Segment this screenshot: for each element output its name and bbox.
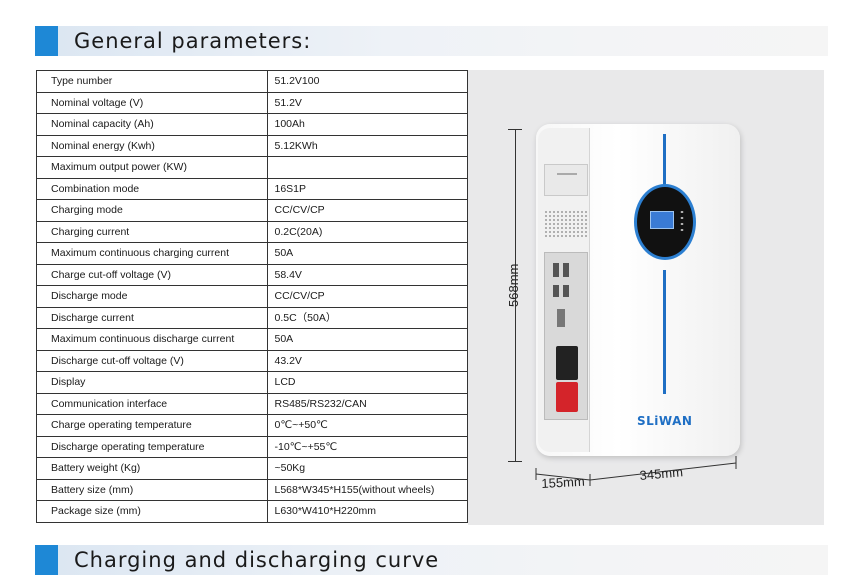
port-slot (553, 285, 559, 297)
table-row: Battery weight (Kg)~50Kg (35, 457, 468, 480)
height-dimension-line (515, 129, 516, 462)
accent-stripe (663, 270, 666, 394)
param-label: Discharge operating temperature (35, 435, 269, 458)
param-label: Package size (mm) (35, 500, 269, 523)
param-value: L630*W410*H220mm (267, 500, 468, 523)
table-row: Nominal voltage (V)51.2V (35, 91, 468, 114)
param-value (267, 156, 468, 179)
section-accent-bar (35, 26, 58, 56)
breaker-switch (557, 309, 565, 327)
param-label: Discharge cut-off voltage (V) (35, 349, 269, 372)
height-dimension-label: 568mm (506, 263, 521, 307)
table-row: Nominal energy (Kwh)5.12KWh (35, 134, 468, 157)
table-row: Nominal capacity (Ah)100Ah (35, 113, 468, 136)
port-slot (563, 263, 569, 277)
param-label: Display (35, 371, 269, 394)
status-leds (677, 209, 687, 233)
param-label: Maximum output power (KW) (35, 156, 269, 179)
brand-logo: SLiWAN (637, 414, 693, 428)
param-value: ~50Kg (267, 457, 468, 480)
param-value: 51.2V100 (267, 70, 468, 93)
param-value: LCD (267, 371, 468, 394)
accent-stripe (663, 134, 666, 212)
param-label: Battery size (mm) (35, 478, 269, 501)
top-handle (544, 164, 588, 196)
table-row: Charge cut-off voltage (V)58.4V (35, 263, 468, 286)
param-label: Charging mode (35, 199, 269, 222)
param-value: RS485/RS232/CAN (267, 392, 468, 415)
param-value: 50A (267, 328, 468, 351)
param-label: Nominal voltage (V) (35, 91, 269, 114)
param-value: 50A (267, 242, 468, 265)
param-label: Charge operating temperature (35, 414, 269, 437)
param-label: Communication interface (35, 392, 269, 415)
param-label: Charge cut-off voltage (V) (35, 263, 269, 286)
param-label: Charging current (35, 220, 269, 243)
table-row: Package size (mm)L630*W410*H220mm (35, 500, 468, 523)
table-row: Battery size (mm)L568*W345*H155(without … (35, 478, 468, 501)
section-title-curve: Charging and discharging curve (74, 548, 440, 572)
param-label: Nominal energy (Kwh) (35, 134, 269, 157)
param-value: -10℃~+55℃ (267, 435, 468, 458)
param-label: Discharge current (35, 306, 269, 329)
table-row: Discharge cut-off voltage (V)43.2V (35, 349, 468, 372)
param-value: 51.2V (267, 91, 468, 114)
vent-grill (544, 210, 588, 238)
param-value: 0.5C（50A） (267, 306, 468, 329)
battery-product-image: SLiWAN (536, 124, 740, 456)
battery-side-panel (538, 128, 590, 452)
param-label: Battery weight (Kg) (35, 457, 269, 480)
param-value: 0.2C(20A) (267, 220, 468, 243)
param-value: 43.2V (267, 349, 468, 372)
param-value: CC/CV/CP (267, 285, 468, 308)
param-label: Nominal capacity (Ah) (35, 113, 269, 136)
dimension-tick (508, 461, 522, 462)
param-label: Combination mode (35, 177, 269, 200)
table-row: Maximum output power (KW) (35, 156, 468, 179)
section-header-curve: Charging and discharging curve (35, 545, 828, 575)
param-label: Maximum continuous discharge current (35, 328, 269, 351)
table-row: Charge operating temperature 0℃~+50℃ (35, 414, 468, 437)
table-row: Discharge operating temperature-10℃~+55℃ (35, 435, 468, 458)
param-value: L568*W345*H155(without wheels) (267, 478, 468, 501)
positive-connector (556, 382, 578, 412)
param-label: Maximum continuous charging current (35, 242, 269, 265)
depth-dimension-label: 155mm (541, 473, 586, 491)
section-title-general: General parameters: (74, 29, 312, 53)
dimension-tick (508, 129, 522, 130)
param-value: 100Ah (267, 113, 468, 136)
section-accent-bar (35, 545, 58, 575)
negative-connector (556, 346, 578, 380)
width-depth-dimension-lines (535, 456, 737, 486)
param-value: 5.12KWh (267, 134, 468, 157)
param-value: CC/CV/CP (267, 199, 468, 222)
section-header-general: General parameters: (35, 26, 828, 56)
param-label: Type number (35, 70, 269, 93)
param-value: 58.4V (267, 263, 468, 286)
port-slot (553, 263, 559, 277)
lcd-screen (650, 211, 674, 229)
lcd-display-ring (634, 184, 696, 260)
param-value: 16S1P (267, 177, 468, 200)
param-value: 0℃~+50℃ (267, 414, 468, 437)
param-label: Discharge mode (35, 285, 269, 308)
port-slot (563, 285, 569, 297)
